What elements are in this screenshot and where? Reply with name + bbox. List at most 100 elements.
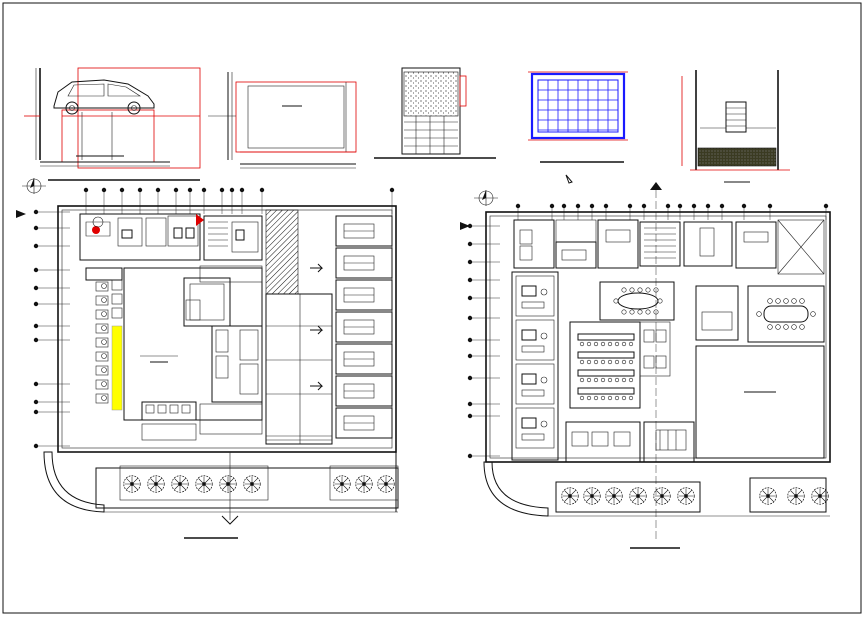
parking-stall	[335, 215, 393, 247]
tree-icon	[219, 475, 237, 493]
parking-stall	[335, 279, 393, 311]
desk	[521, 329, 537, 341]
axis-bubble	[219, 187, 225, 193]
car-icon	[53, 79, 155, 115]
parking-stall	[335, 247, 393, 279]
axis-bubble	[33, 301, 39, 307]
axis-bubble	[33, 381, 39, 387]
axis-bubble	[33, 337, 39, 343]
parking-stall	[335, 407, 393, 439]
car-elevation-detail	[24, 67, 201, 181]
axis-bubble	[719, 203, 725, 209]
axis-bubble	[467, 277, 473, 283]
axis-bubble	[603, 203, 609, 209]
axis-bubble	[561, 203, 567, 209]
desk	[95, 323, 109, 334]
axis-bubble	[239, 187, 245, 193]
desk	[95, 393, 109, 404]
conference-table-icon	[599, 281, 675, 321]
desk	[95, 281, 109, 292]
axis-bubble	[677, 203, 683, 209]
desk	[95, 295, 109, 306]
tree-icon	[787, 487, 805, 505]
axis-bubble	[389, 187, 395, 193]
axis-bubble	[823, 203, 829, 209]
desk	[95, 309, 109, 320]
axis-bubble	[767, 203, 773, 209]
desk	[111, 307, 123, 319]
blue-ceiling-grid-plan	[528, 71, 628, 184]
axis-bubble	[641, 203, 647, 209]
axis-bubble	[173, 187, 179, 193]
axis-bubble	[201, 187, 207, 193]
parking-stall	[335, 343, 393, 375]
north-arrow-icon	[474, 190, 498, 206]
axis-bubble	[33, 399, 39, 405]
tree-icon	[123, 475, 141, 493]
textured-panel-elevation	[374, 67, 496, 159]
desk	[111, 279, 123, 291]
axis-bubble	[515, 203, 521, 209]
tree-icon	[605, 487, 623, 505]
axis-bubble	[589, 203, 595, 209]
parking-stall	[335, 375, 393, 407]
axis-bubble	[467, 315, 473, 321]
desk	[95, 379, 109, 390]
desk-row	[577, 387, 635, 395]
axis-bubble	[467, 453, 473, 459]
office-room	[515, 319, 555, 361]
tree-icon	[171, 475, 189, 493]
tree-icon	[561, 487, 579, 505]
axis-bubble	[467, 259, 473, 265]
tree-icon	[583, 487, 601, 505]
parking-space-plan-detail	[208, 72, 357, 169]
office-room	[515, 275, 555, 317]
axis-bubble	[575, 203, 581, 209]
tree-icon	[377, 475, 395, 493]
axis-bubble	[33, 209, 39, 215]
axis-bubble	[101, 187, 107, 193]
tree-icon	[147, 475, 165, 493]
desk-row	[577, 333, 635, 341]
axis-bubble	[137, 187, 143, 193]
axis-bubble	[33, 409, 39, 415]
axis-bubble	[705, 203, 711, 209]
tree-icon	[195, 475, 213, 493]
axis-bubble	[467, 295, 473, 301]
axis-bubble	[259, 187, 265, 193]
axis-bubble	[627, 203, 633, 209]
tree-icon	[759, 487, 777, 505]
tree-icon	[811, 487, 829, 505]
axis-bubble	[741, 203, 747, 209]
conference-table-icon	[747, 285, 825, 343]
axis-bubble	[467, 223, 473, 229]
office-room	[515, 407, 555, 449]
desk	[95, 337, 109, 348]
axis-bubble	[33, 243, 39, 249]
upper-floor-plan	[460, 182, 831, 549]
axis-bubble	[467, 401, 473, 407]
axis-bubble	[467, 375, 473, 381]
axis-bubble	[119, 187, 125, 193]
desk	[521, 285, 537, 297]
desk	[521, 417, 537, 429]
stair-section-detail	[681, 70, 790, 183]
desk-row	[577, 351, 635, 359]
axis-bubble	[187, 187, 193, 193]
axis-bubble	[33, 285, 39, 291]
axis-bubble	[467, 241, 473, 247]
desk	[521, 373, 537, 385]
tree-icon	[677, 487, 695, 505]
tree-icon	[355, 475, 373, 493]
north-arrow-icon	[22, 178, 46, 194]
axis-bubble	[665, 203, 671, 209]
desk	[95, 365, 109, 376]
office-room	[515, 363, 555, 405]
axis-bubble	[467, 353, 473, 359]
desk-row	[577, 369, 635, 377]
axis-bubble	[467, 337, 473, 343]
desk	[95, 351, 109, 362]
